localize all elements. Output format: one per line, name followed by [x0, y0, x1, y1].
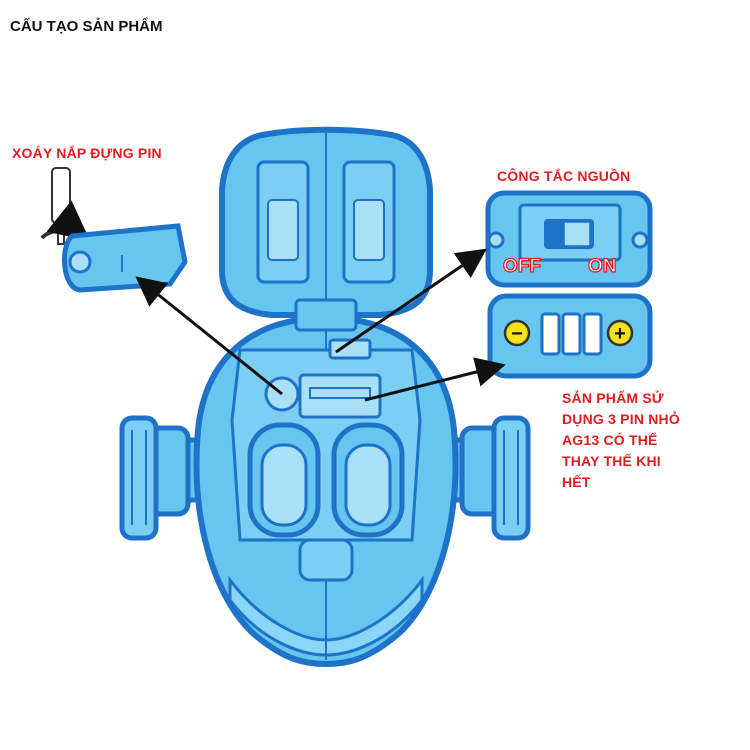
- switch-off-label: OFF: [503, 256, 541, 277]
- screwdriver-icon: [40, 167, 91, 245]
- battery-inset: − +: [487, 293, 653, 379]
- screw-cap-label: XOÁY NẮP ĐỰNG PIN: [12, 145, 162, 161]
- minus-terminal-icon: [503, 319, 531, 347]
- plus-sign: +: [614, 323, 626, 345]
- battery-note-line: DỤNG 3 PIN NHỎ: [562, 411, 680, 427]
- battery-note-line: SẢN PHẨM SỬ: [562, 390, 664, 406]
- arrow-to-power-switch: [335, 248, 487, 354]
- battery-cell: [540, 312, 561, 356]
- battery-note-line: AG13 CÓ THỂ: [562, 432, 658, 448]
- plus-terminal-icon: [606, 319, 634, 347]
- switch-on-label: ON: [588, 256, 617, 277]
- arrow-to-battery-cap: [135, 276, 283, 396]
- battery-cap-icon: [61, 223, 188, 293]
- power-switch-inset: OFF ON: [485, 190, 653, 288]
- battery-note-line: HẾT: [562, 474, 591, 490]
- battery-note-line: THAY THẾ KHI: [562, 453, 661, 469]
- page-title: CẤU TẠO SẢN PHẨM: [10, 18, 163, 35]
- battery-note: SẢN PHẨM SỬ DỤNG 3 PIN NHỎ AG13 CÓ THỂ T…: [562, 388, 742, 493]
- minus-sign: −: [511, 323, 523, 345]
- arrow-to-battery-slot: [364, 357, 506, 402]
- battery-cell: [582, 312, 603, 356]
- battery-cell: [561, 312, 582, 356]
- power-switch-label: CÔNG TẮC NGUỒN: [497, 168, 631, 184]
- robot-head: [219, 126, 433, 332]
- robot-body: [193, 314, 459, 668]
